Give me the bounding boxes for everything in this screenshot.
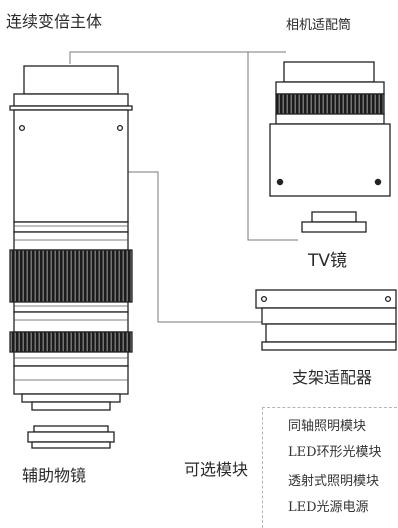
main-zoom-body: [9, 65, 133, 411]
bracket-adapter-label: 支架适配器: [292, 368, 373, 387]
aux-objective: [27, 425, 115, 449]
tv-mirror: [301, 211, 367, 233]
main-body-detail-lines: [14, 225, 128, 381]
option-transmitted-illumination: 透射式照明模块: [288, 474, 380, 489]
option-led-ring-light: LED环形光模块: [288, 445, 382, 460]
optional-modules-box: [262, 407, 397, 528]
tv-mirror-label: TV镜: [308, 251, 348, 271]
bracket-adapter: [255, 289, 397, 351]
connector-lines: [69, 51, 298, 323]
main-body-label: 连续变倍主体: [6, 12, 103, 31]
optional-modules-label: 可选模块: [184, 460, 249, 479]
camera-adapter: [269, 61, 391, 197]
option-coaxial-illumination: 同轴照明模块: [288, 419, 367, 434]
camera-adapter-label: 相机适配筒: [286, 18, 352, 33]
aux-objective-label: 辅助物镜: [22, 466, 87, 485]
option-led-power-supply: LED光源电源: [288, 500, 369, 515]
